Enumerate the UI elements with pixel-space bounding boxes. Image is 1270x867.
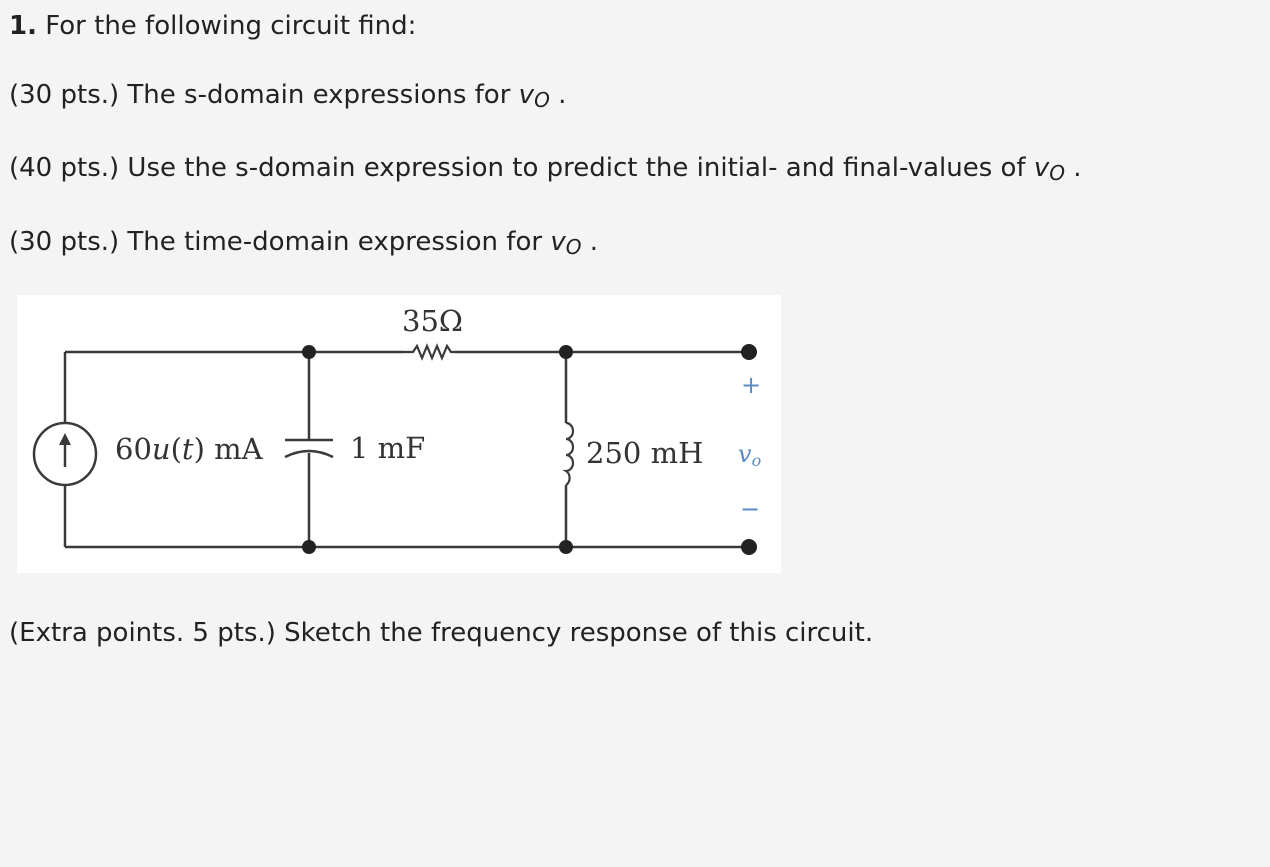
part-3: (30 pts.) The time-domain expression for… <box>9 226 598 259</box>
vo-subscript: O <box>1049 161 1065 185</box>
node-dot <box>302 345 316 359</box>
node-dot <box>559 540 573 554</box>
source-label: 60u(t) mA <box>115 432 264 466</box>
node-dot <box>559 345 573 359</box>
circuit-svg: 35Ω 60u(t) mA 1 mF 250 mH + vo − <box>32 304 761 555</box>
node-dot <box>302 540 316 554</box>
resistor <box>405 343 455 361</box>
terminal-dot <box>741 539 757 555</box>
output-var: vo <box>738 440 761 470</box>
current-source <box>32 421 98 487</box>
vo-subscript: O <box>565 235 582 259</box>
circuit-diagram: 35Ω 60u(t) mA 1 mF 250 mH + vo − <box>17 295 781 573</box>
part-3-suffix: . <box>581 227 598 257</box>
output-plus: + <box>741 371 761 399</box>
output-minus: − <box>740 495 760 523</box>
capacitor <box>284 438 334 459</box>
capacitor-label: 1 mF <box>350 431 425 465</box>
part-2: (40 pts.) Use the s-domain expression to… <box>9 152 1082 185</box>
vo-subscript: O <box>534 88 550 112</box>
question-number: 1. <box>9 11 37 41</box>
inductor <box>562 421 575 486</box>
part-1-suffix: . <box>549 80 567 110</box>
source-arg: t <box>182 432 194 466</box>
inductor-label: 250 mH <box>586 436 703 470</box>
part-3-text: (30 pts.) The time-domain expression for <box>9 227 551 257</box>
terminal-dot <box>741 344 757 360</box>
part-1-text: (30 pts.) The s-domain expressions for <box>9 80 519 110</box>
extra-part: (Extra points. 5 pts.) Sketch the freque… <box>9 618 874 648</box>
vo-symbol: v <box>550 227 566 257</box>
output-var-base: v <box>738 440 752 468</box>
output-var-sub: o <box>752 451 762 470</box>
source-unit: mA <box>214 432 263 466</box>
arrow-up-icon <box>59 433 71 445</box>
vo-symbol: v <box>518 80 535 110</box>
part-2-text: (40 pts.) Use the s-domain expression to… <box>9 153 1034 183</box>
source-coef: 60 <box>115 432 152 466</box>
resistor-label: 35Ω <box>402 304 463 338</box>
question-heading: 1. For the following circuit find: <box>9 10 416 42</box>
source-func: u <box>152 432 171 466</box>
part-1: (30 pts.) The s-domain expressions for v… <box>9 79 566 112</box>
vo-symbol: v <box>1033 153 1050 183</box>
part-2-suffix: . <box>1064 153 1082 183</box>
question-title: For the following circuit find: <box>45 11 417 41</box>
